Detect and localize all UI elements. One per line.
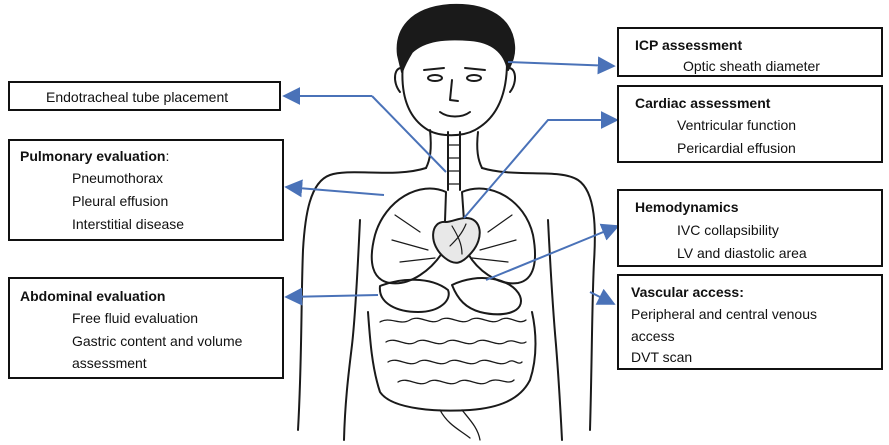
icp-item: Optic sheath diameter (683, 59, 820, 73)
liver (380, 280, 449, 312)
vascular-item: DVT scan (631, 350, 692, 364)
vascular-item: Peripheral and central venous (631, 307, 817, 321)
box-cardiac: Cardiac assessment Ventricular function … (617, 85, 883, 163)
arrow-pulmonary (286, 187, 384, 195)
box-endotracheal: Endotracheal tube placement (8, 81, 281, 111)
pulmonary-item: Interstitial disease (72, 217, 184, 231)
cardiac-item: Pericardial effusion (677, 141, 796, 155)
face (402, 62, 507, 135)
icp-title: ICP assessment (635, 38, 742, 52)
pulmonary-item: Pneumothorax (72, 171, 163, 185)
endotracheal-title: Endotracheal tube placement (46, 90, 228, 104)
cardiac-item: Ventricular function (677, 118, 796, 132)
box-abdominal: Abdominal evaluation Free fluid evaluati… (8, 277, 284, 379)
hair (398, 5, 515, 72)
vascular-item: access (631, 329, 675, 343)
trachea (448, 132, 460, 190)
pulmonary-item: Pleural effusion (72, 194, 168, 208)
hemodynamics-item: LV and diastolic area (677, 246, 807, 260)
left-arm (298, 168, 426, 430)
abdominal-item: Free fluid evaluation (72, 311, 198, 325)
pulmonary-title: Pulmonary evaluation: (20, 149, 169, 163)
cardiac-title: Cardiac assessment (635, 96, 770, 110)
box-icp: ICP assessment Optic sheath diameter (617, 27, 883, 77)
box-pulmonary: Pulmonary evaluation: Pneumothorax Pleur… (8, 139, 284, 241)
abdominal-item: assessment (72, 356, 147, 370)
hemodynamics-item: IVC collapsibility (677, 223, 779, 237)
abdominal-title: Abdominal evaluation (20, 289, 165, 303)
arrow-abdominal (286, 295, 378, 297)
arrow-icp (508, 62, 614, 66)
vascular-title: Vascular access: (631, 285, 744, 299)
body-illustration (298, 5, 595, 440)
hemodynamics-title: Hemodynamics (635, 200, 738, 214)
box-hemodynamics: Hemodynamics IVC collapsibility LV and d… (617, 189, 883, 267)
abdominal-item: Gastric content and volume (72, 334, 242, 348)
right-arm (482, 168, 595, 430)
arrow-hemodynamics (486, 226, 618, 280)
box-vascular: Vascular access: Peripheral and central … (617, 274, 883, 370)
